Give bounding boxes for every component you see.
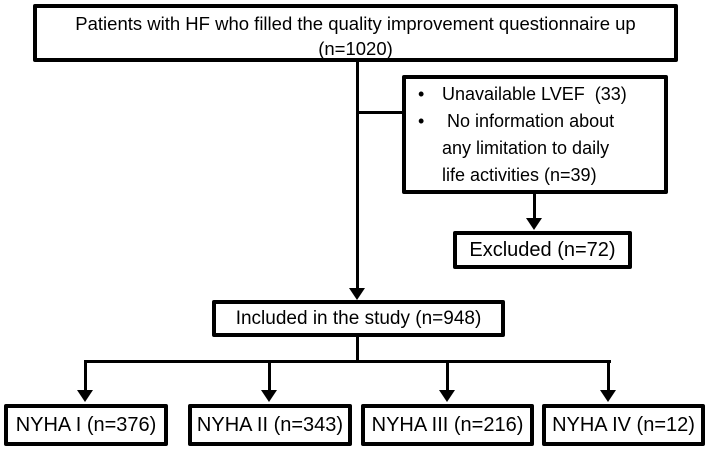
nyha-box-4: NYHA IV (n=12) (542, 404, 705, 446)
exclusion-list: Unavailable LVEF (33) No information abo… (406, 81, 660, 189)
arrowhead-down-icon (600, 390, 616, 402)
nyha-box-3-label: NYHA III (n=216) (371, 413, 524, 436)
top-box-text-line1: Patients with HF who filled the quality … (75, 13, 636, 34)
connector-exclusion-to-excluded (533, 194, 536, 220)
nyha-box-2-label: NYHA II (n=343) (196, 413, 344, 436)
nyha-box-1: NYHA I (n=376) (4, 404, 168, 446)
included-box: Included in the study (n=948) (212, 300, 505, 337)
excluded-box: Excluded (n=72) (453, 231, 632, 269)
arrowhead-down-icon (77, 390, 93, 402)
top-box-text-line2: (n=1020) (318, 38, 393, 59)
distribution-line (84, 360, 611, 363)
nyha-box-1-label: NYHA I (n=376) (15, 413, 157, 436)
exclusion-item-lvef: Unavailable LVEF (33) (418, 81, 660, 108)
included-box-label: Included in the study (n=948) (235, 307, 482, 329)
arrowhead-down-icon (439, 390, 455, 402)
drop-line-nyha3 (446, 360, 449, 391)
exclusion-criteria-box: Unavailable LVEF (33) No information abo… (402, 75, 668, 194)
drop-line-nyha4 (607, 360, 610, 391)
connector-included-to-branches (356, 337, 359, 363)
drop-line-nyha1 (84, 360, 87, 391)
arrowhead-down-icon (261, 390, 277, 402)
connector-top-to-included (356, 60, 359, 290)
connector-branch-to-exclusion (357, 111, 403, 114)
nyha-box-2: NYHA II (n=343) (188, 404, 352, 446)
arrowhead-down-icon (349, 288, 365, 300)
arrowhead-down-icon (526, 218, 542, 230)
drop-line-nyha2 (268, 360, 271, 391)
nyha-box-4-label: NYHA IV (n=12) (552, 413, 695, 436)
exclusion-item-no-information: No information about any limitation to d… (418, 108, 660, 189)
top-box: Patients with HF who filled the quality … (33, 4, 678, 62)
nyha-box-3: NYHA III (n=216) (361, 404, 534, 446)
excluded-box-label: Excluded (n=72) (469, 238, 616, 261)
